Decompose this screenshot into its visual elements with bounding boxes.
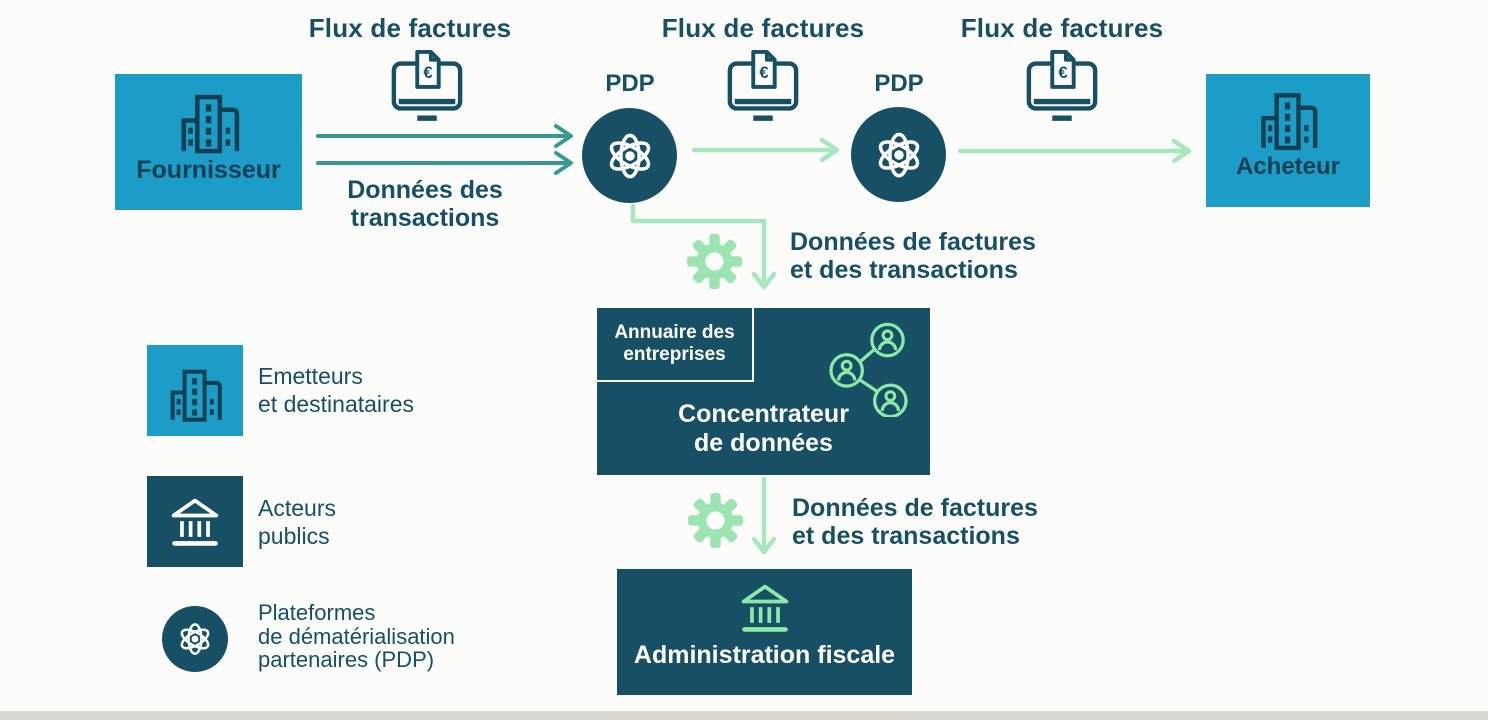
- legend-swatch-acteurs-publics: [147, 476, 243, 567]
- pdp2-label: PDP: [874, 70, 924, 97]
- acheteur-node: Acheteur: [1206, 74, 1370, 207]
- legend-pdp-line2: de dématérialisation: [258, 623, 455, 649]
- flux-label-2: Flux de factures: [661, 13, 865, 43]
- invoice-laptop-icon-3: [1022, 48, 1102, 124]
- legend-emetteurs-line2: et destinataires: [258, 391, 414, 417]
- legend-swatch-emetteurs: [147, 345, 243, 436]
- gear-icon: [687, 492, 744, 549]
- atom-icon: [599, 125, 661, 187]
- atom-icon: [173, 617, 217, 661]
- invoice-laptop-icon-1: [387, 48, 467, 124]
- legend-label-pdp: Plateformes de dématérialisation partena…: [258, 601, 455, 672]
- donnees-factures-1-line2: et des transactions: [790, 256, 1018, 284]
- donnees-transactions-line1: Données des: [347, 176, 503, 204]
- acheteur-label: Acheteur: [1235, 153, 1341, 180]
- arrow-pdp1-pdp2: [691, 137, 840, 163]
- annuaire-entreprises-badge: Annuaire des entreprises: [597, 308, 754, 382]
- fournisseur-label: Fournisseur: [136, 156, 281, 184]
- legend-pdp-line3: partenaires (PDP): [258, 647, 435, 672]
- administration-fiscale-label: Administration fiscale: [633, 641, 896, 669]
- concentrateur-title: Concentrateur de données: [597, 400, 930, 458]
- arrow-flux-fournisseur-pdp1: [316, 124, 573, 148]
- donnees-factures-1-line1: Données de factures: [790, 228, 1036, 256]
- atom-icon: [868, 124, 930, 186]
- flux-label-1: Flux de factures: [308, 13, 512, 43]
- arrow-concentrateur-administration: [751, 476, 777, 555]
- annuaire-line1: Annuaire des: [614, 322, 735, 343]
- administration-fiscale-node: Administration fiscale: [617, 569, 912, 695]
- concentrateur-node: Annuaire des entreprises Concentrateur d…: [597, 308, 930, 475]
- legend-swatch-pdp: [162, 606, 228, 672]
- pdp1-node: [582, 108, 677, 203]
- legend-acteurs-line2: publics: [258, 523, 330, 549]
- invoice-laptop-icon-2: [723, 48, 803, 124]
- legend-label-emetteurs: Emetteurs et destinataires: [258, 362, 414, 418]
- building-icon: [1253, 92, 1323, 153]
- donnees-factures-2-line1: Données de factures: [792, 494, 1038, 522]
- elbow-pdp1-concentrateur: [630, 203, 777, 290]
- building-icon: [173, 94, 245, 156]
- flux-label-3: Flux de factures: [960, 13, 1164, 43]
- legend-acteurs-line1: Acteurs: [258, 495, 336, 521]
- photo-edge-strip: [0, 711, 1488, 720]
- legend-pdp-line1: Plateformes: [258, 600, 376, 625]
- arrow-donnees-fournisseur-pdp1: [316, 151, 573, 175]
- pdp2-node: [851, 107, 946, 202]
- arrow-pdp2-acheteur: [957, 138, 1192, 164]
- donnees-factures-label-1: Données de factures et des transactions: [790, 228, 1036, 284]
- legend-emetteurs-line1: Emetteurs: [258, 363, 363, 389]
- annuaire-line2: entreprises: [623, 344, 726, 365]
- donnees-transactions-label: Données des transactions: [300, 176, 550, 232]
- gear-icon: [686, 233, 743, 290]
- bank-icon: [736, 581, 794, 635]
- bank-icon: [166, 495, 224, 549]
- donnees-factures-label-2: Données de factures et des transactions: [792, 494, 1038, 550]
- legend-label-acteurs-publics: Acteurs publics: [258, 494, 336, 550]
- pdp1-label: PDP: [605, 70, 655, 97]
- concentrateur-title-line1: Concentrateur: [678, 400, 849, 428]
- donnees-factures-2-line2: et des transactions: [792, 522, 1020, 550]
- building-icon: [163, 369, 227, 424]
- donnees-transactions-line2: transactions: [350, 204, 500, 232]
- fournisseur-node: Fournisseur: [115, 74, 302, 210]
- concentrateur-title-line2: de données: [694, 429, 833, 457]
